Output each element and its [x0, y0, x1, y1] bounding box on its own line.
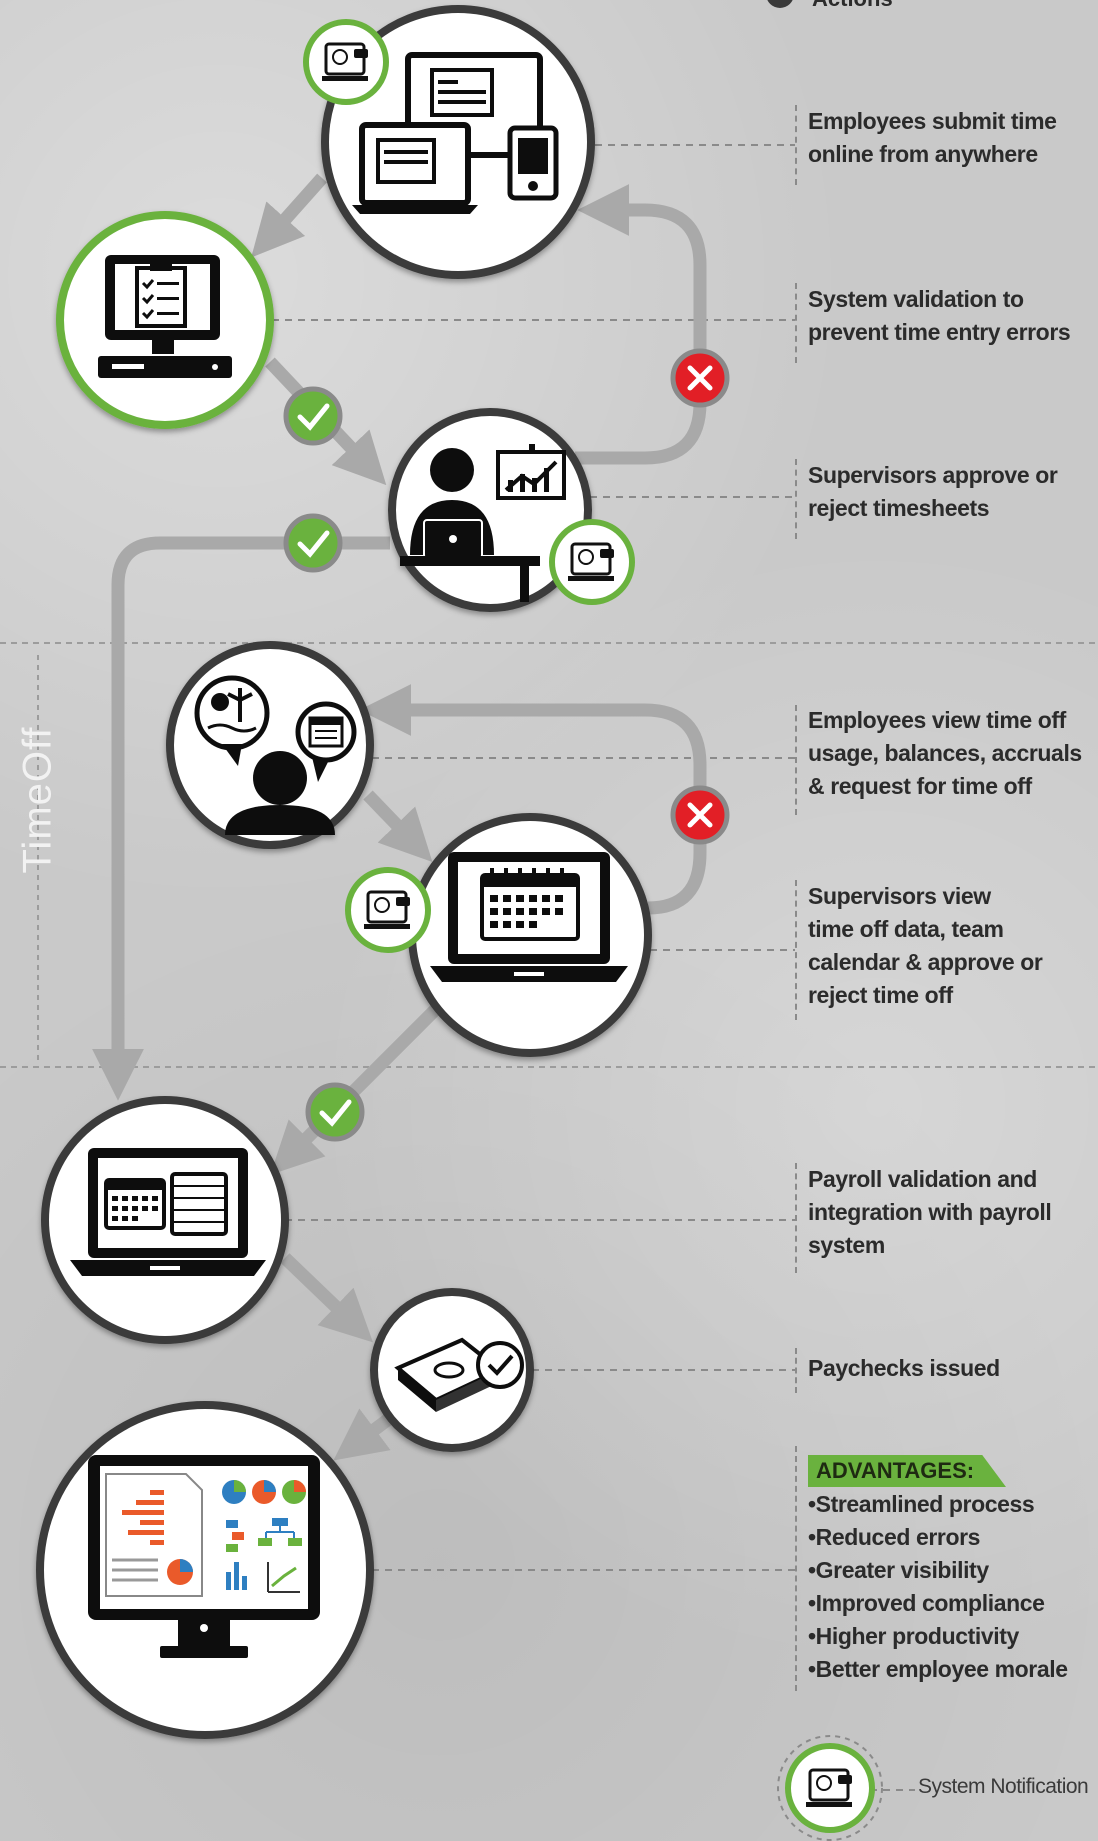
step-label-submit: Employees submit time online from anywhe… [808, 108, 1057, 167]
advantage-item: Streamlined process [808, 1488, 1068, 1521]
check-icon [283, 386, 343, 446]
advantage-item: Better employee morale [808, 1653, 1068, 1686]
advantages-list: Streamlined process Reduced errors Great… [808, 1488, 1068, 1686]
label-bracket [795, 1446, 803, 1691]
label-bracket [795, 105, 803, 185]
submit-time-devices-icon [321, 5, 595, 279]
flow-arrows [92, 173, 707, 1461]
payroll-integration-icon [41, 1096, 289, 1344]
label-bracket [795, 1163, 803, 1273]
step-label-payroll: Payroll validation and integration with … [808, 1166, 1052, 1258]
employee-time-off-icon [166, 641, 374, 849]
system-notification-icon [303, 19, 389, 105]
actions-legend-icon [767, 0, 793, 8]
supervisor-approve-icon [388, 408, 592, 612]
system-notification-legend-icon [777, 1735, 883, 1841]
system-notification-icon [549, 519, 635, 605]
step-label-paychecks: Paychecks issued [808, 1355, 1000, 1381]
x-icon [670, 348, 730, 408]
supervisor-time-off-icon [408, 813, 652, 1057]
label-bracket [795, 880, 803, 1020]
x-icon [670, 785, 730, 845]
system-notification-legend-label: System Notification [918, 1775, 1089, 1798]
advantage-item: Reduced errors [808, 1521, 1068, 1554]
step-label-timeoff-view: Employees view time off usage, balances,… [808, 707, 1082, 799]
paycheck-money-icon [370, 1288, 534, 1452]
advantage-item: Greater visibility [808, 1554, 1068, 1587]
system-validation-icon [56, 211, 274, 429]
advantages-title: ADVANTAGES: [808, 1455, 1006, 1487]
advantage-item: Higher productivity [808, 1620, 1068, 1653]
advantage-item: Improved compliance [808, 1587, 1068, 1620]
label-bracket [795, 459, 803, 539]
system-notification-icon [345, 867, 431, 953]
label-bracket [795, 283, 803, 363]
label-connectors [272, 144, 915, 1791]
step-label-approve: Supervisors approve or reject timesheets [808, 462, 1058, 521]
reporting-dashboard-icon [36, 1401, 374, 1739]
label-bracket [795, 705, 803, 815]
step-label-validation: System validation to prevent time entry … [808, 286, 1071, 345]
top-fragment-text: Actions [812, 0, 893, 12]
check-icon [305, 1082, 365, 1142]
check-icon [283, 513, 343, 573]
label-bracket [795, 1348, 803, 1393]
timeoff-section-label: TimeOff [15, 726, 60, 874]
step-label-timeoff-approve: Supervisors view time off data, team cal… [808, 883, 1043, 1008]
